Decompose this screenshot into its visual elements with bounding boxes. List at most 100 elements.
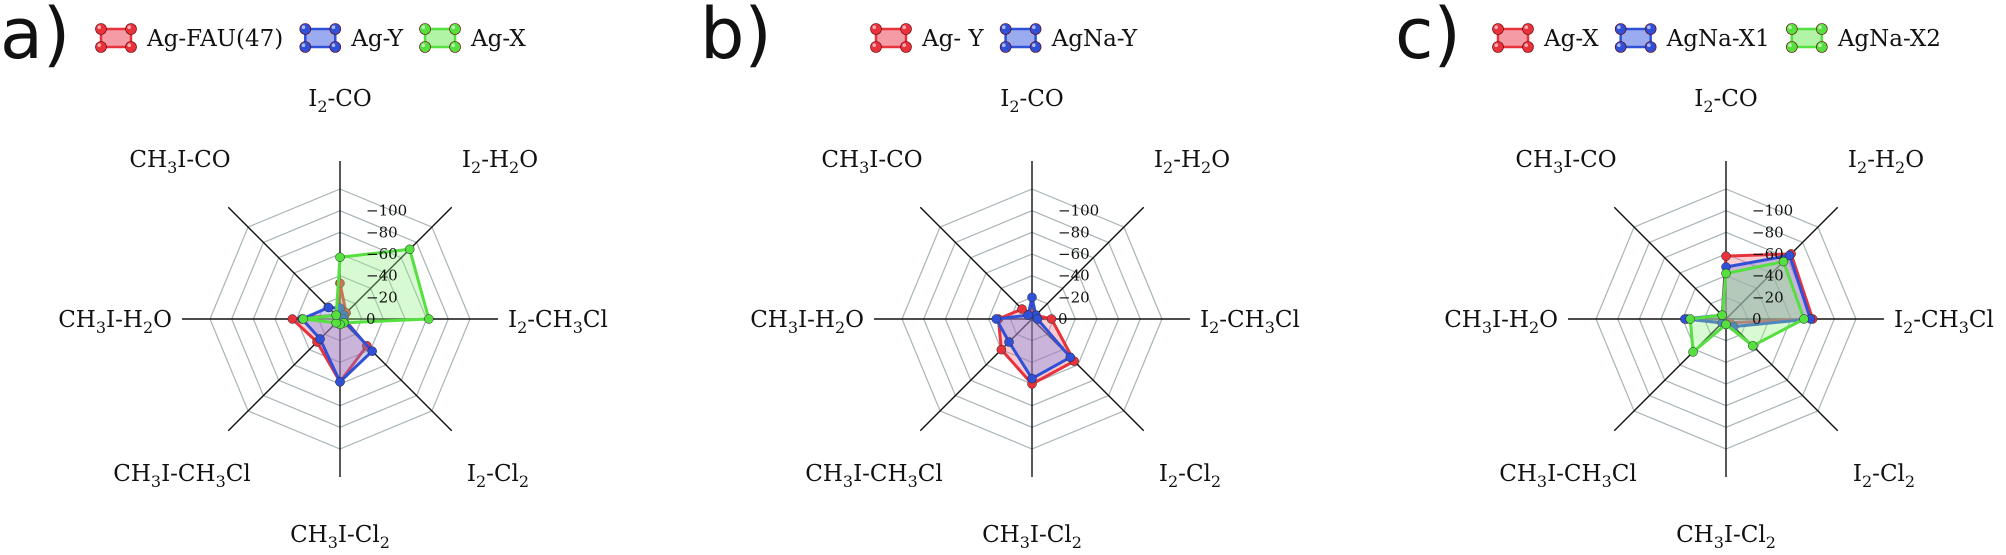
axis-label-i2_h2o-part: O (1905, 147, 1924, 173)
axis-label-ch3i_h2o-part: 2 (143, 318, 153, 337)
data-point (287, 314, 298, 324)
radial-tick-label: −100 (366, 202, 407, 220)
axis-label-ch3i_ch3cl-part: Cl (226, 461, 251, 487)
legend-item: AgNa-Y (999, 23, 1138, 53)
axis-spoke (339, 206, 453, 320)
axis-label-ch3i_h2o-part: 3 (96, 318, 106, 337)
axis-label-ch3i_cl2-part: 2 (1072, 533, 1082, 552)
data-point (1027, 373, 1037, 384)
axis-label-ch3i_co-part: CH (129, 147, 167, 173)
axis-label-ch3i_cl2-part: 3 (328, 533, 338, 552)
axis-label-i2_h2o: I2-H2O (1154, 147, 1230, 177)
axis-label-i2_h2o-part: 2 (1857, 158, 1867, 177)
axis-label-ch3i_co: CH3I-CO (129, 147, 230, 177)
axis-spoke (1031, 318, 1145, 432)
data-point (335, 252, 345, 262)
axis-label-i2_h2o-part: I (462, 147, 471, 173)
axis-label-i2_ch3cl-part: -CH (527, 307, 572, 333)
data-point (1688, 347, 1698, 357)
axis-label-i2_cl2-part: 2 (519, 472, 529, 491)
legend-swatch-icon (870, 23, 912, 53)
legend-item: Ag- Y (870, 23, 984, 53)
axis-label-i2_h2o-part: I (1154, 147, 1163, 173)
axis-label-i2_cl2-part: 2 (1168, 472, 1178, 491)
axis-label-ch3i_ch3cl: CH3I-CH3Cl (805, 461, 943, 491)
data-point (404, 244, 415, 255)
radial-tick-label: −80 (1752, 223, 1784, 241)
legend-swatch-icon (999, 23, 1042, 53)
axis-label-ch3i_ch3cl-part: I-CH (853, 461, 908, 487)
panel-letter: b) (700, 0, 772, 75)
legend-item: Ag-Y (299, 23, 404, 53)
axis-label-i2_co-part: 2 (1009, 97, 1019, 116)
radial-tick-label: −60 (1752, 245, 1784, 263)
axis-label-ch3i_ch3cl-part: CH (1499, 461, 1537, 487)
axis-label-ch3i_co: CH3I-CO (821, 147, 922, 177)
axis-label-ch3i_co-part: 3 (859, 158, 869, 177)
series-area (1688, 260, 1806, 354)
series-3 (1685, 256, 1809, 357)
axis-label-i2_co: I2-CO (1000, 86, 1064, 116)
axis-label-i2_h2o-part: 2 (1895, 158, 1905, 177)
axis-label-ch3i_ch3cl-part: Cl (918, 461, 943, 487)
radial-tick-label: −40 (1058, 267, 1090, 285)
axis-label-i2_cl2-part: I (467, 461, 476, 487)
axis-label-i2_cl2-part: -Cl (1872, 461, 1905, 487)
legend-item: AgNa-X2 (1786, 23, 1941, 53)
legend-item: Ag-X (1492, 23, 1599, 53)
legend-label: Ag-X (1543, 26, 1599, 52)
data-point (1784, 250, 1795, 261)
axis-label-i2_h2o-part: -H (481, 147, 509, 173)
axis-label-i2_cl2: I2-Cl2 (467, 461, 529, 491)
data-point (367, 346, 377, 356)
legend-label: Ag-FAU(47) (146, 26, 283, 52)
axis-label-i2_cl2-part: 2 (1905, 472, 1915, 491)
axis-label-i2_co: I2-CO (308, 86, 372, 116)
data-point (1017, 304, 1027, 314)
data-point (1046, 314, 1057, 324)
radial-tick-label: 0 (366, 310, 376, 328)
axis-label-ch3i_h2o-part: CH (58, 307, 96, 333)
legend-item: AgNa-X1 (1614, 23, 1770, 53)
axis-spoke (1031, 206, 1145, 320)
data-point (1721, 251, 1731, 261)
series-3 (298, 244, 434, 330)
data-point (298, 314, 308, 324)
data-point (331, 310, 341, 320)
data-point (1721, 319, 1731, 330)
data-point (424, 314, 434, 324)
axis-label-ch3i_co-part: CH (821, 147, 859, 173)
radial-tick-label: −20 (366, 288, 398, 306)
axis-label-i2_h2o-part: -H (1867, 147, 1895, 173)
axis-label-i2_co-part: -CO (1020, 86, 1064, 112)
axis-label-ch3i_h2o: CH3I-H2O (750, 307, 864, 337)
axis-label-ch3i_co-part: I-CO (177, 147, 230, 173)
legend-label: AgNa-Y (1051, 26, 1138, 52)
radial-tick-label: −60 (1058, 245, 1090, 263)
axis-label-ch3i_cl2-part: I-Cl (338, 522, 380, 548)
data-point (1004, 337, 1014, 347)
axis-label-ch3i_h2o: CH3I-H2O (58, 307, 172, 337)
axis-label-i2_co-part: I (1694, 86, 1703, 112)
axis-label-ch3i_h2o-part: O (1539, 307, 1558, 333)
axis-label-ch3i_cl2-part: 3 (1714, 533, 1724, 552)
axis-label-ch3i_cl2-part: CH (982, 522, 1020, 548)
data-point (1032, 314, 1043, 324)
axis-label-ch3i_h2o-part: I-H (1492, 307, 1529, 333)
radial-tick-label: −20 (1752, 288, 1784, 306)
axis-label-ch3i_cl2: CH3I-Cl2 (1676, 522, 1776, 552)
axis-label-ch3i_h2o-part: 3 (1482, 318, 1492, 337)
data-point (1778, 256, 1789, 267)
axis-label-ch3i_ch3cl: CH3I-CH3Cl (1499, 461, 1637, 491)
axis-label-ch3i_co: CH3I-CO (1515, 147, 1616, 177)
axis-label-ch3i_h2o-part: I-H (106, 307, 143, 333)
axis-label-ch3i_h2o-part: 2 (1529, 318, 1539, 337)
data-point (1748, 341, 1758, 351)
radial-tick-label: −100 (1058, 202, 1099, 220)
data-point (1721, 268, 1731, 279)
axis-label-ch3i_ch3cl: CH3I-CH3Cl (113, 461, 251, 491)
axis-label-i2_co-part: -CO (1714, 86, 1758, 112)
